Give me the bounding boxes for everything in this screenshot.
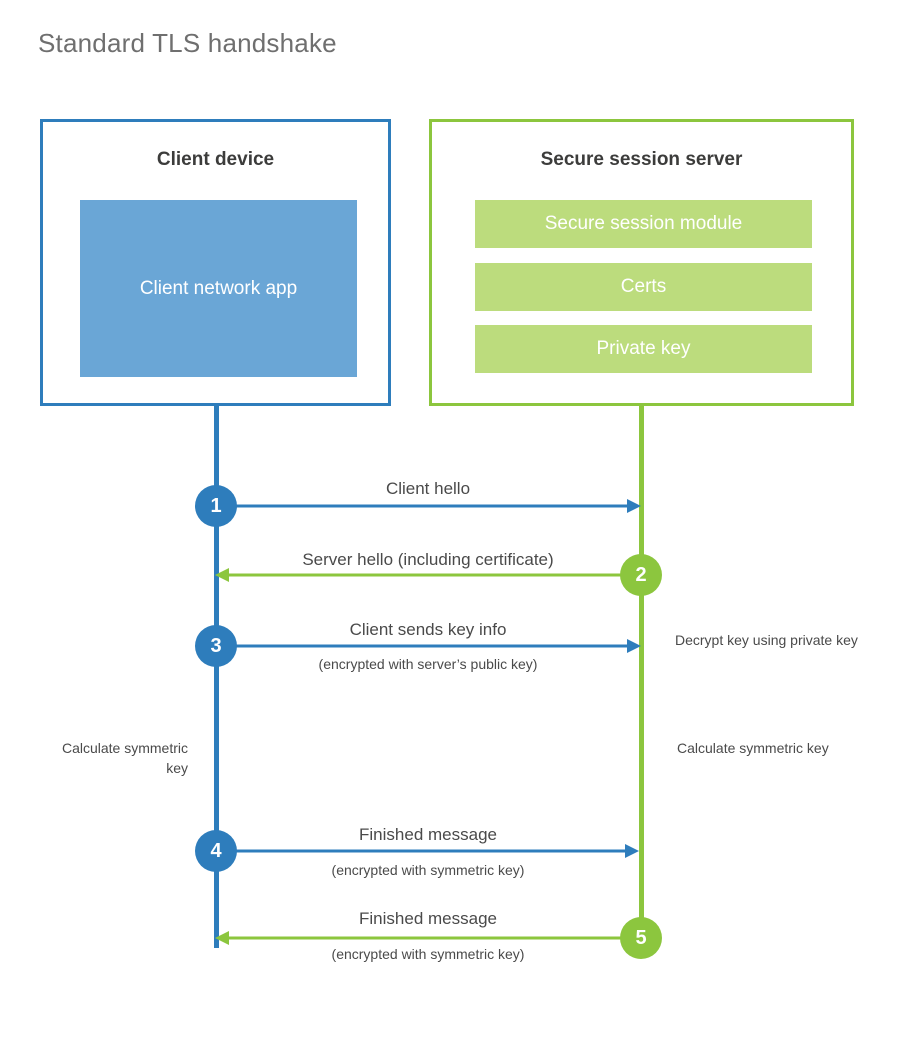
step-circle-2: 2 [620, 554, 662, 596]
page-title: Standard TLS handshake [38, 28, 337, 58]
arrow-step-5 [215, 931, 641, 945]
message-sublabel-step-3: (encrypted with server’s public key) [318, 656, 538, 672]
message-sublabel-step-4: (encrypted with symmetric key) [331, 862, 525, 878]
client-lifeline [214, 403, 219, 948]
secure-session-server-title: Secure session server [540, 149, 743, 170]
annotation-calculate-symmetric-key-server: Calculate symmetric key [677, 740, 829, 756]
message-label-step-5: Finished message [359, 909, 497, 928]
message-label-step-3: Client sends key info [349, 620, 507, 639]
annotation-decrypt-key: Decrypt key using private key [675, 632, 858, 648]
message-sublabel-step-5: (encrypted with symmetric key) [331, 946, 525, 962]
client-device-box: Client device Client network app [40, 119, 391, 406]
arrow-step-2 [215, 568, 641, 582]
message-label-step-4: Finished message [359, 825, 497, 844]
arrow-step-3 [216, 639, 641, 653]
arrow-step-1 [216, 499, 641, 513]
message-label-step-2: Server hello (including certificate) [302, 550, 554, 569]
step-circle-4: 4 [195, 830, 237, 872]
annotation-calculate-symmetric-key-client: Calculate symmetric key [61, 740, 188, 776]
secure-session-server-box: Secure session server Secure session mod… [429, 119, 854, 406]
message-label-step-1: Client hello [385, 479, 471, 498]
step-circle-1: 1 [195, 485, 237, 527]
client-network-app-block: Client network app [80, 200, 357, 377]
step-circle-3: 3 [195, 625, 237, 667]
server-block-certs: Certs [475, 263, 812, 311]
step-circle-5: 5 [620, 917, 662, 959]
server-lifeline [639, 403, 644, 940]
client-device-title: Client device [156, 149, 275, 170]
server-block-private-key: Private key [475, 325, 812, 373]
server-block-secure-session-module: Secure session module [475, 200, 812, 248]
arrow-step-4 [216, 844, 639, 858]
